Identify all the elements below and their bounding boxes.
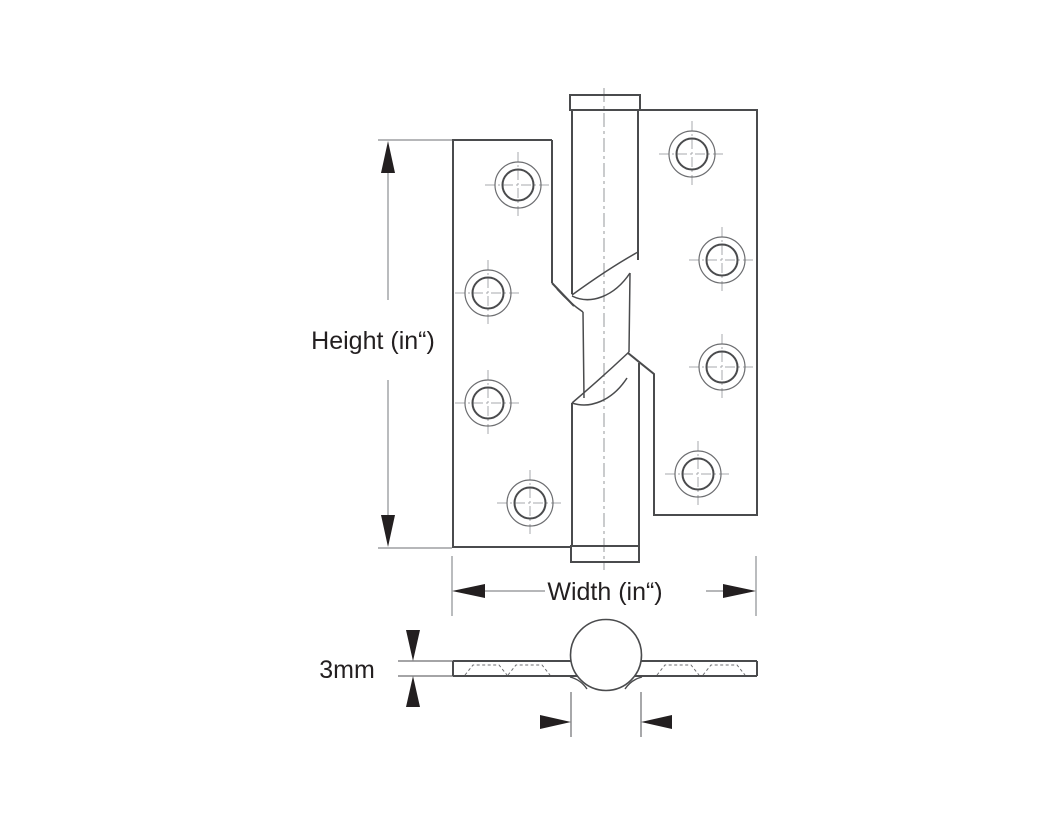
section-fillets — [569, 676, 643, 690]
hinge-front-view — [452, 88, 758, 570]
width-extension-lines — [451, 556, 757, 616]
left-leaf-outline — [452, 139, 575, 548]
upper-helix-roll — [571, 272, 631, 301]
knuckle-lower-edges — [571, 363, 640, 546]
screw-hole — [688, 226, 756, 294]
thickness-extension-lines — [398, 660, 453, 677]
diameter-arrow-right — [641, 715, 672, 729]
screw-hole — [688, 333, 756, 401]
screw-hole — [454, 259, 522, 327]
height-extension-lines — [378, 139, 452, 549]
hinge-section-view: 3mm — [319, 618, 758, 737]
diameter-extension-lines — [570, 692, 642, 737]
height-dimension: Height (in“) — [311, 139, 452, 549]
section-knuckle-circle — [569, 618, 643, 692]
screw-hole — [496, 469, 564, 537]
width-label: Width (in“) — [547, 578, 662, 606]
screw-hole — [484, 151, 552, 219]
screw-holes — [454, 120, 756, 537]
thickness-label: 3mm — [319, 656, 375, 684]
knuckle-top-cap — [569, 94, 641, 111]
screw-hole — [664, 440, 732, 508]
knuckle-bottom-cap — [570, 545, 640, 563]
screw-hole — [658, 120, 726, 188]
height-arrow-up — [381, 141, 395, 173]
upper-helix-curve — [571, 251, 639, 296]
lower-helix-roll — [571, 377, 628, 406]
width-dimension: Width (in“) — [451, 556, 757, 616]
width-arrow-right — [723, 584, 756, 598]
countersink-hole — [464, 664, 508, 676]
thickness-arrow-top — [406, 630, 420, 661]
lower-helix-curve — [571, 351, 630, 404]
thickness-arrow-bottom — [406, 676, 420, 707]
countersink-hole — [702, 664, 746, 676]
diameter-arrow-left — [540, 715, 571, 729]
countersink-hole — [656, 664, 700, 676]
countersink-hole — [507, 664, 551, 676]
knuckle-middle-edges — [582, 272, 631, 399]
knuckle-upper-edges — [571, 110, 639, 294]
height-label: Height (in“) — [311, 327, 435, 355]
upper-notch-flap — [556, 288, 584, 313]
right-leaf-outline — [627, 109, 758, 516]
barrel-diameter-dimension — [540, 692, 672, 737]
width-arrow-left — [452, 584, 485, 598]
screw-hole — [454, 369, 522, 437]
height-arrow-down — [381, 515, 395, 547]
